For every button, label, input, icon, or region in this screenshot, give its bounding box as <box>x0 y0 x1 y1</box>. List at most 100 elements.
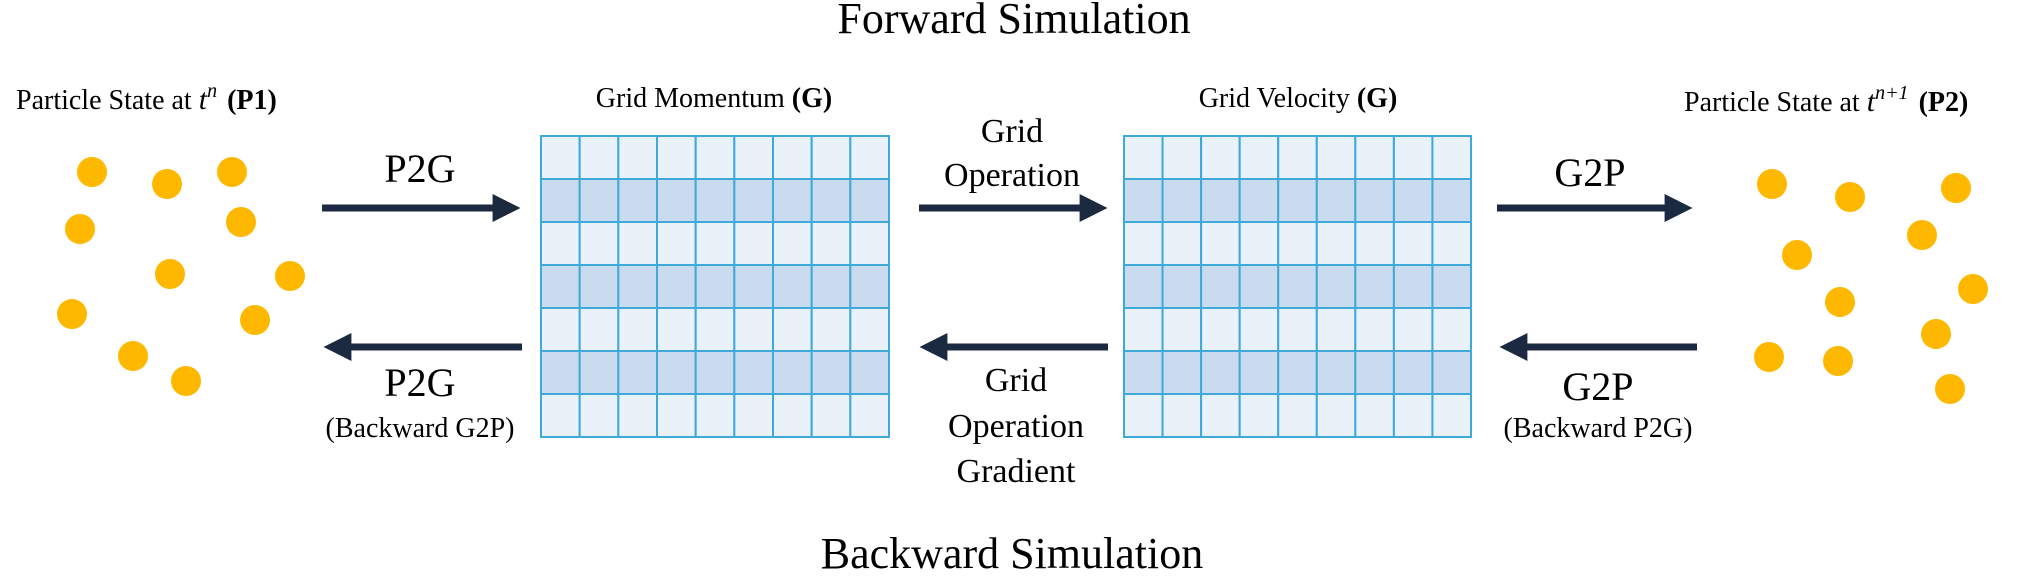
grid-cell <box>772 307 813 352</box>
grid-cell <box>1392 350 1434 395</box>
grid-cell <box>1238 307 1280 352</box>
grid-cell <box>1392 307 1434 352</box>
particle <box>1907 220 1937 250</box>
particle <box>77 157 107 187</box>
grid-cell <box>1431 350 1473 395</box>
grid-cell <box>694 393 736 438</box>
grid-cell <box>1315 393 1357 438</box>
grid-cell <box>1238 221 1280 266</box>
p2g-backward-label: P2G <box>384 360 455 405</box>
grid-cell <box>1161 135 1203 180</box>
particle <box>1935 374 1965 404</box>
grid-cell <box>1354 135 1395 180</box>
grid-momentum <box>540 135 890 438</box>
grid-cell <box>1392 135 1434 180</box>
grid-operation-label-line2: Operation <box>944 157 1080 194</box>
grid-cell <box>1161 221 1203 266</box>
grid-cell <box>1354 178 1395 223</box>
particle <box>118 341 148 371</box>
grid-cell <box>578 178 620 223</box>
grid-cell <box>1200 264 1241 309</box>
grid-cell <box>656 221 697 266</box>
grid-cell <box>1161 393 1203 438</box>
g2p-backward-label: G2P <box>1562 364 1633 409</box>
grid-cell <box>540 264 581 309</box>
grid-cell <box>656 307 697 352</box>
grid-cell <box>1161 350 1203 395</box>
grid-cell <box>772 221 813 266</box>
grid-cell <box>1354 264 1395 309</box>
grid-cell <box>617 307 658 352</box>
grid-cell <box>617 135 658 180</box>
p1-label: Particle State at tn(P1) <box>16 80 277 116</box>
particle <box>226 207 256 237</box>
particle <box>57 299 87 329</box>
particle <box>1941 173 1971 203</box>
grid-cell <box>1277 307 1318 352</box>
grid-cell <box>1431 135 1473 180</box>
grid-cell <box>1200 393 1241 438</box>
grid-cell <box>694 135 736 180</box>
grid-cell <box>1238 135 1280 180</box>
grid-cell <box>1392 264 1434 309</box>
grid-cell <box>1431 221 1473 266</box>
grid-cell <box>1277 393 1318 438</box>
grid-cell <box>849 307 890 352</box>
grid-cell <box>1392 393 1434 438</box>
grid-cell <box>772 264 813 309</box>
grid-cell <box>540 393 581 438</box>
grid-cell <box>1354 221 1395 266</box>
grid-cell <box>1200 221 1241 266</box>
grid-cell <box>772 135 813 180</box>
grid-cell <box>656 178 697 223</box>
grid-cell <box>578 135 620 180</box>
grid-cell <box>540 178 581 223</box>
grid-cell <box>1123 350 1164 395</box>
grid-cell <box>1200 178 1241 223</box>
grid-cell <box>1200 307 1241 352</box>
grid-cell <box>1431 178 1473 223</box>
grid-operation-gradient-line3: Gradient <box>957 453 1077 490</box>
grid-cell <box>1392 221 1434 266</box>
grid-cell <box>1315 307 1357 352</box>
grid-cell <box>1123 393 1164 438</box>
grid-cell <box>656 393 697 438</box>
grid-cell <box>1431 264 1473 309</box>
particle <box>152 169 182 199</box>
grid-cell <box>733 264 774 309</box>
grid-cell <box>849 350 890 395</box>
grid-cell <box>1161 178 1203 223</box>
particle <box>155 259 185 289</box>
grid-cell <box>810 264 852 309</box>
particle <box>275 261 305 291</box>
particle <box>1754 342 1784 372</box>
grid-cell <box>1161 264 1203 309</box>
particle <box>1835 182 1865 212</box>
grid-cell <box>1123 264 1164 309</box>
p1-particles <box>57 157 305 396</box>
grid-cell <box>540 135 581 180</box>
grid-cell <box>578 221 620 266</box>
forward-simulation-title: Forward Simulation <box>837 0 1190 43</box>
grid-cell <box>1277 264 1318 309</box>
particle <box>1782 240 1812 270</box>
particle <box>1823 346 1853 376</box>
grid-cell <box>1200 350 1241 395</box>
grid-cell <box>1354 393 1395 438</box>
grid-cell <box>617 393 658 438</box>
grid-velocity <box>1123 135 1473 438</box>
grid-operation-gradient-line2: Operation <box>948 408 1084 445</box>
grid-cell <box>1123 221 1164 266</box>
grid-cell <box>617 221 658 266</box>
grid-cell <box>849 221 890 266</box>
grid-cell <box>1238 393 1280 438</box>
grid-cell <box>810 307 852 352</box>
grid-cell <box>810 135 852 180</box>
grid-cell <box>1431 393 1473 438</box>
grid-cell <box>1123 135 1164 180</box>
grid-cell <box>733 350 774 395</box>
grid-cell <box>1123 178 1164 223</box>
particle <box>217 157 247 187</box>
grid-cell <box>617 350 658 395</box>
grid-cell <box>656 135 697 180</box>
